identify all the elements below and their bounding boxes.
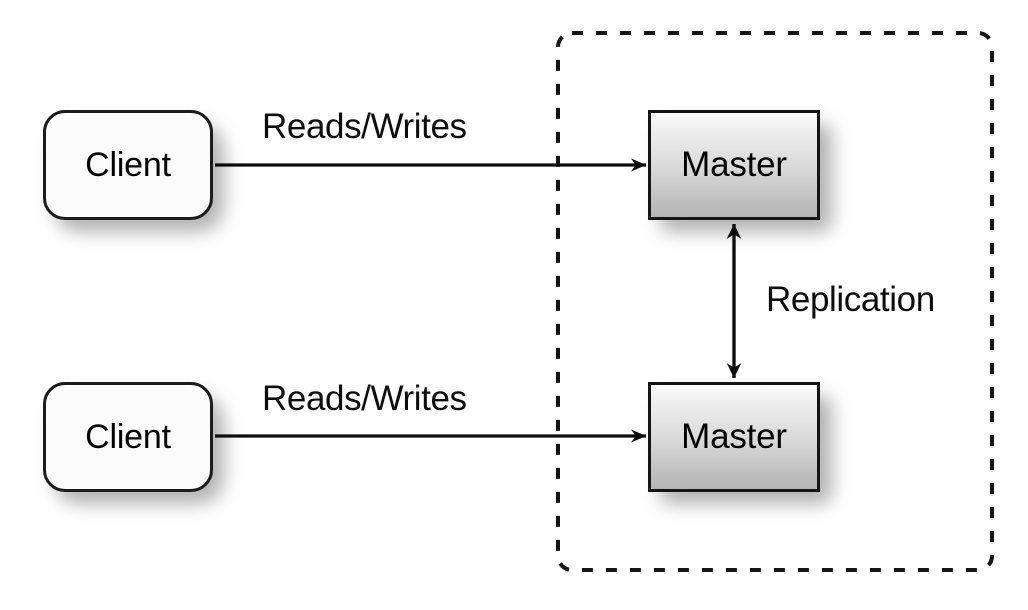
edge-label-replication: Replication	[766, 280, 935, 319]
edge-label-reads-writes-bottom: Reads/Writes	[262, 379, 467, 418]
edge-label-reads-writes-top: Reads/Writes	[262, 107, 467, 146]
node-master-top-label: Master	[681, 145, 787, 184]
node-client-bottom[interactable]: Client	[43, 382, 213, 492]
cluster-boundary	[556, 31, 994, 572]
node-client-bottom-label: Client	[85, 417, 171, 456]
node-client-top[interactable]: Client	[43, 110, 213, 220]
node-client-top-label: Client	[85, 145, 171, 184]
node-master-bottom[interactable]: Master	[648, 382, 820, 492]
node-master-bottom-label: Master	[681, 417, 787, 456]
node-master-top[interactable]: Master	[648, 110, 820, 220]
